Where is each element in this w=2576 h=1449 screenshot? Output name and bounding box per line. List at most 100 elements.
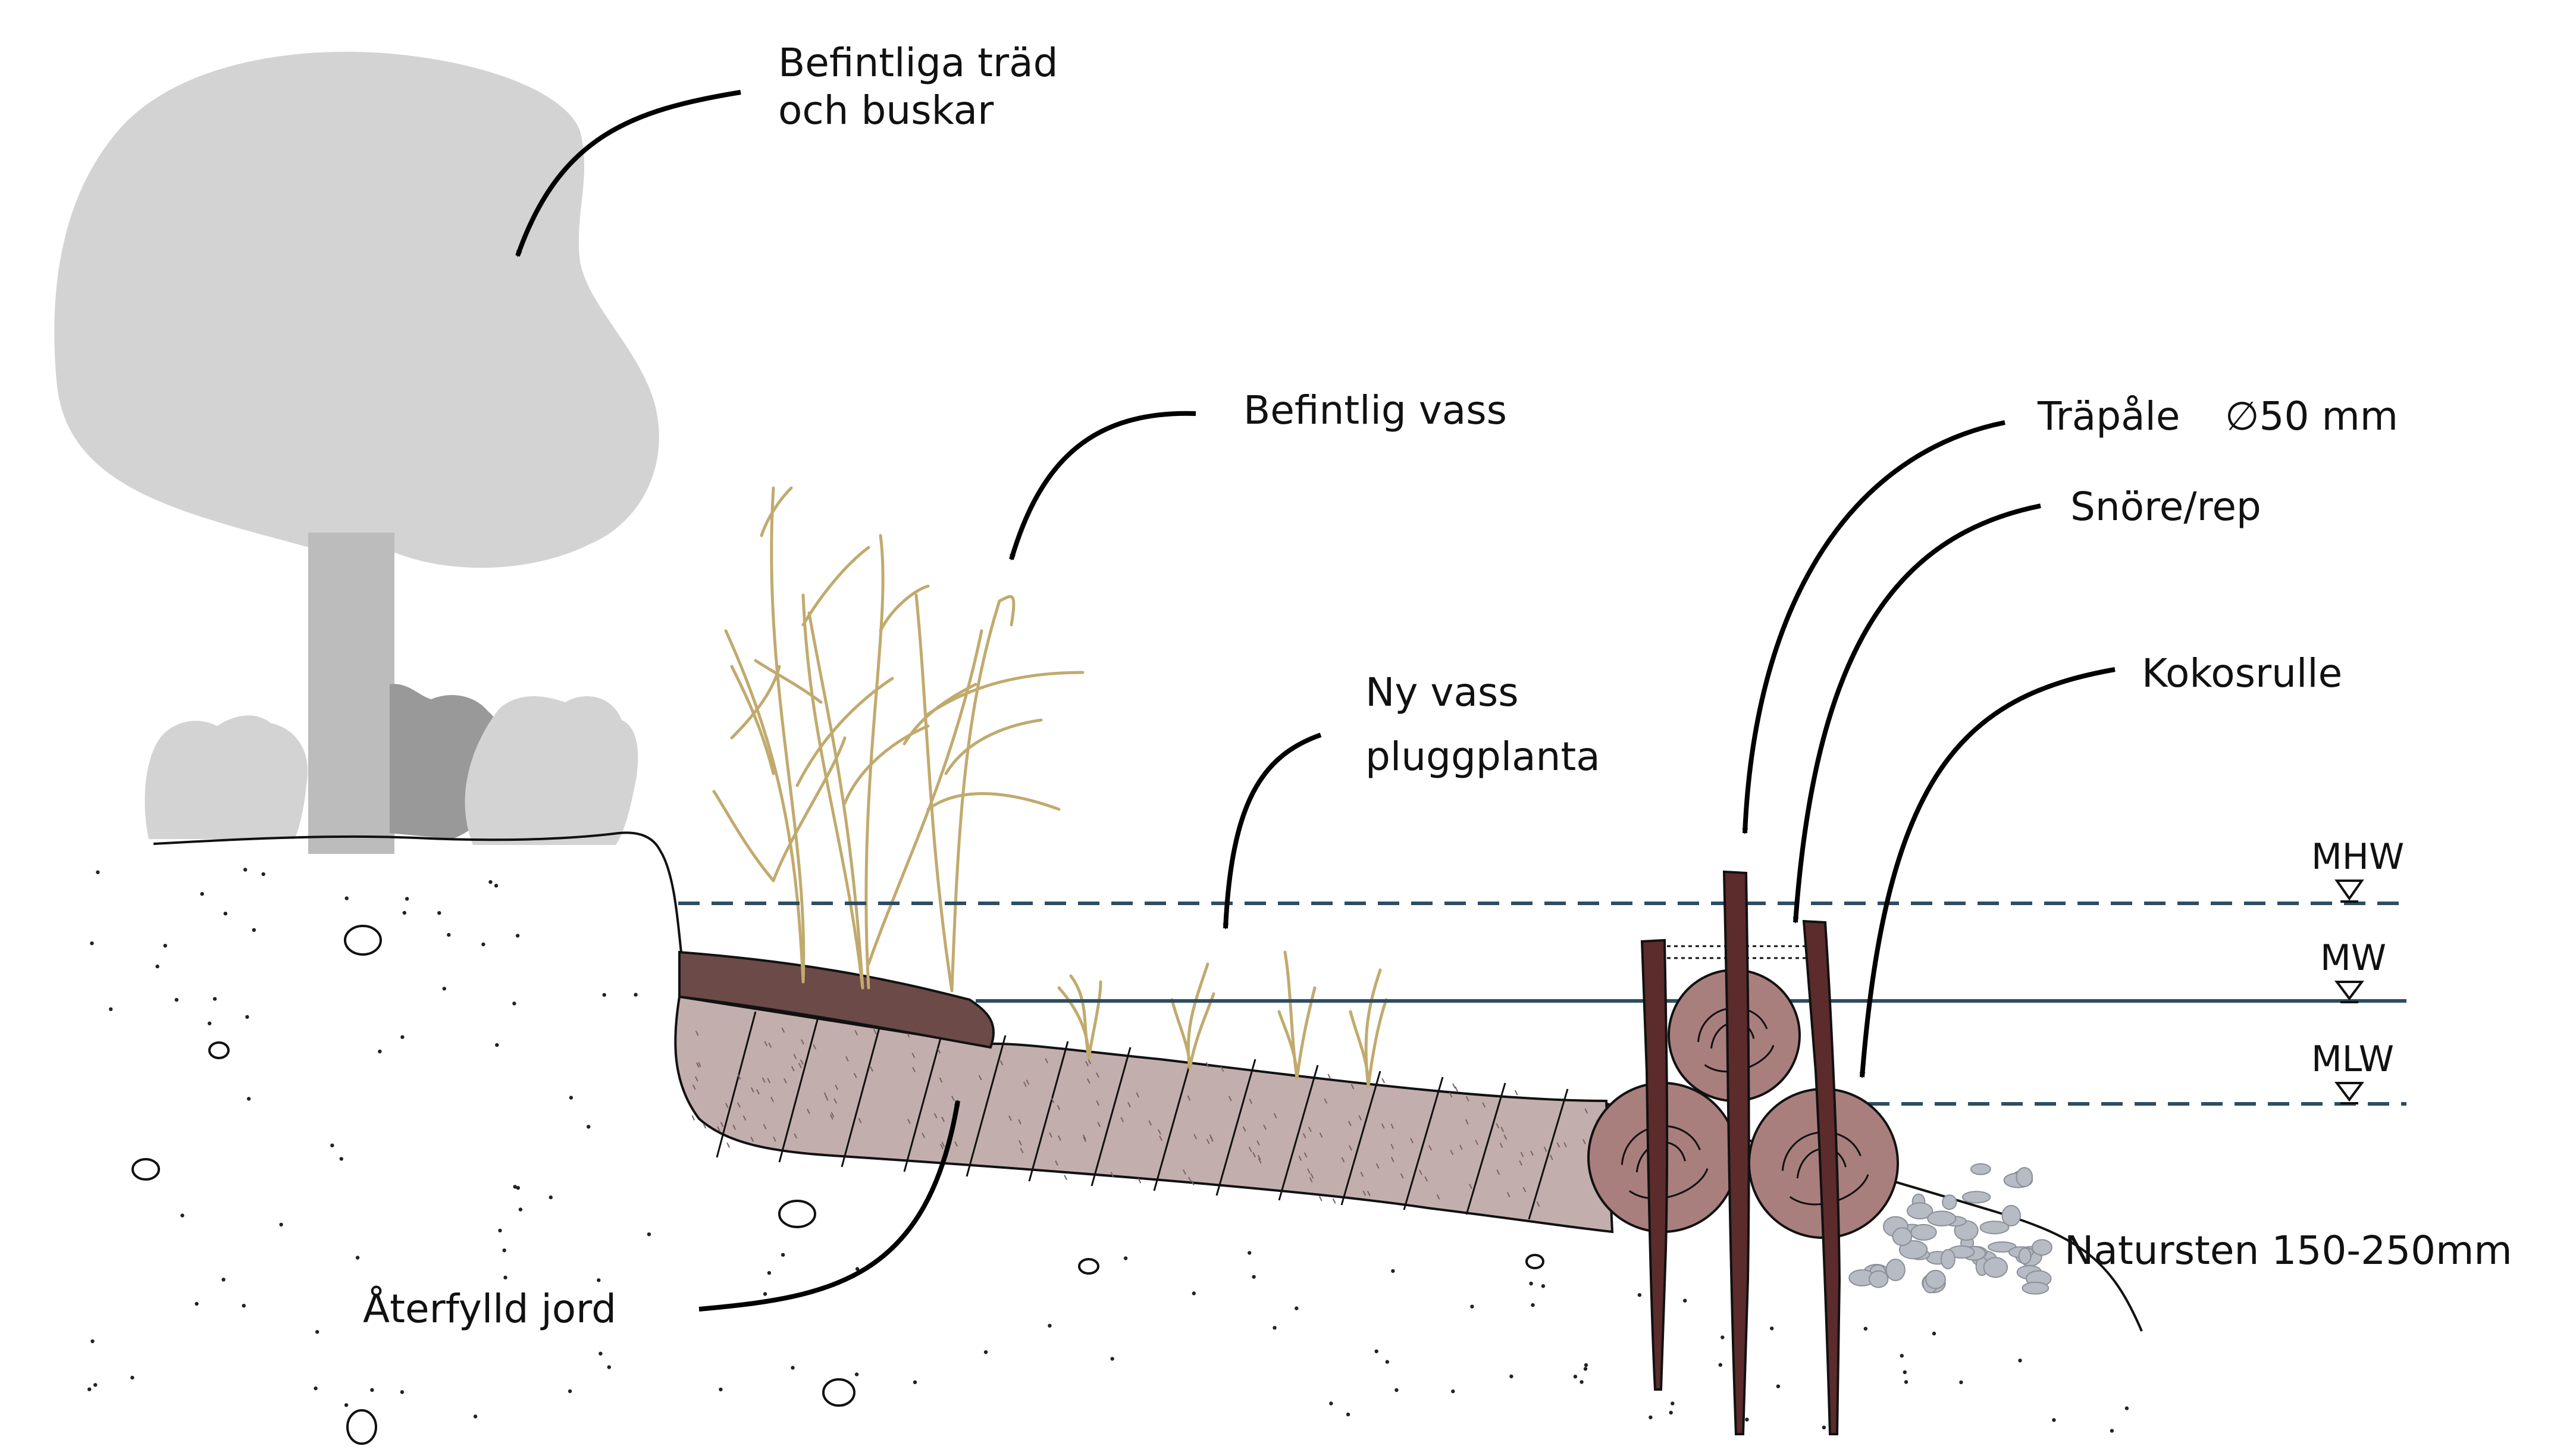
coir-roll-label: Kokosrulle — [2142, 650, 2343, 696]
backfill-speck — [1536, 1201, 1540, 1207]
soil-dot — [1637, 1293, 1642, 1297]
backfill-speck — [1522, 1187, 1527, 1193]
pebble — [822, 1378, 855, 1407]
backfill-speck — [737, 1074, 741, 1080]
backfill-speck — [1183, 1169, 1186, 1175]
backfill-speck — [1459, 1144, 1463, 1150]
backfill-speck — [1347, 1121, 1352, 1126]
backfill-speck — [1206, 1138, 1210, 1144]
soil-dot — [634, 993, 638, 997]
backfill-speck — [1055, 1160, 1058, 1166]
soil-dot — [515, 934, 520, 938]
backfill-label: Återfylld jord — [363, 1286, 617, 1332]
soil-dot — [1123, 1256, 1128, 1260]
soil-dot — [1573, 1375, 1578, 1379]
soil-dot — [1346, 1412, 1350, 1417]
backfill-speck — [941, 1141, 945, 1147]
soil-dot — [370, 1388, 374, 1392]
backfill-speck — [692, 1084, 696, 1090]
soil-dot — [245, 1015, 249, 1019]
soil-dot — [1669, 1410, 1673, 1415]
backfill-speck — [873, 1029, 877, 1035]
backfill-speck — [870, 1066, 873, 1072]
backfill-speck — [1086, 1078, 1090, 1084]
backfill-speck — [703, 1123, 707, 1129]
backfill-speck — [1097, 1122, 1101, 1127]
soil-dot — [1900, 1354, 1904, 1358]
soil-dot — [1110, 1357, 1114, 1361]
soil-dot — [442, 987, 446, 991]
backfill-speck — [720, 1122, 724, 1127]
hatch-line — [1090, 1047, 1132, 1187]
backfill-speck — [854, 1030, 858, 1036]
soil-dot — [498, 1228, 502, 1233]
backfill-speck — [922, 1132, 926, 1138]
backfill-speck — [1064, 1175, 1067, 1181]
soil-dot — [1470, 1304, 1474, 1309]
arrow-backfill — [698, 1100, 960, 1312]
soil-dot — [1374, 1349, 1378, 1353]
soil-dot — [1248, 1251, 1252, 1255]
backfill-speck — [807, 1109, 810, 1115]
backfill-speck — [1349, 1145, 1352, 1151]
soil-dot — [130, 1375, 134, 1380]
soil-dot — [473, 1414, 478, 1419]
backfill-speck — [1051, 1097, 1055, 1103]
soil-texture-dots — [87, 868, 2129, 1433]
soil-dot — [90, 941, 94, 946]
backfill-speck — [1469, 1184, 1472, 1190]
backfill-speck — [1220, 1066, 1224, 1072]
soil-dot — [1776, 1384, 1781, 1388]
soil-dot — [1295, 1306, 1299, 1310]
soil-dot — [195, 1301, 199, 1306]
backfill-speck — [1482, 1102, 1486, 1108]
backfill-speck — [1302, 1133, 1306, 1139]
backfill-speck — [1263, 1124, 1267, 1130]
backfill-speck — [768, 1042, 772, 1048]
natural-stone — [1961, 1191, 1991, 1204]
backfill-speck — [853, 1072, 857, 1078]
natural-stone — [1892, 1227, 1913, 1246]
soil-dot — [252, 928, 256, 932]
backfill-speck — [1242, 1126, 1246, 1132]
mw-label: MW — [2320, 937, 2387, 979]
backfill-speck — [1308, 1126, 1312, 1132]
leader-arrows — [515, 90, 2116, 1312]
backfill-speck — [781, 1027, 785, 1033]
soil-dot — [163, 944, 167, 948]
natural-stone — [1979, 1220, 2010, 1235]
soil-dot — [1903, 1370, 1907, 1375]
backfill-speck — [1209, 1136, 1214, 1142]
backfill-speck — [978, 1075, 982, 1081]
hatch-line — [841, 1023, 882, 1168]
backfill-speck — [1424, 1176, 1428, 1182]
backfill-speck — [1584, 1108, 1588, 1114]
soil-dot — [87, 1387, 92, 1391]
natural-stone — [1970, 1163, 1991, 1175]
backfill-speck — [1319, 1132, 1323, 1138]
backfill-speck — [1500, 1126, 1505, 1132]
soil-dot — [597, 1278, 601, 1282]
backfill-speck — [1120, 1117, 1124, 1123]
backfill-speck — [1110, 1172, 1114, 1178]
backfill-speck — [1506, 1192, 1510, 1198]
soil-dot — [174, 998, 178, 1002]
hatch-line — [1340, 1071, 1381, 1206]
backfill-speck — [1360, 1171, 1364, 1177]
backfill-speck — [829, 1114, 833, 1120]
soil-dot — [400, 1035, 405, 1040]
backfill-speck — [1503, 1134, 1508, 1140]
backfill-speck — [1018, 1140, 1022, 1146]
backfill-speck — [742, 1115, 747, 1121]
backfill-speck — [1496, 1123, 1500, 1129]
backfill-speck — [801, 1039, 804, 1045]
soil-dot — [1541, 1284, 1546, 1288]
backfill-speck — [1085, 1060, 1089, 1066]
soil-dot — [719, 1387, 723, 1392]
backfill-speck — [1499, 1143, 1503, 1148]
backfill-speck — [1228, 1096, 1232, 1101]
soil-dot — [569, 1096, 574, 1100]
soil-dot — [503, 1275, 507, 1279]
soil-dot — [2052, 1418, 2056, 1422]
backfill-speck — [1205, 1062, 1209, 1068]
